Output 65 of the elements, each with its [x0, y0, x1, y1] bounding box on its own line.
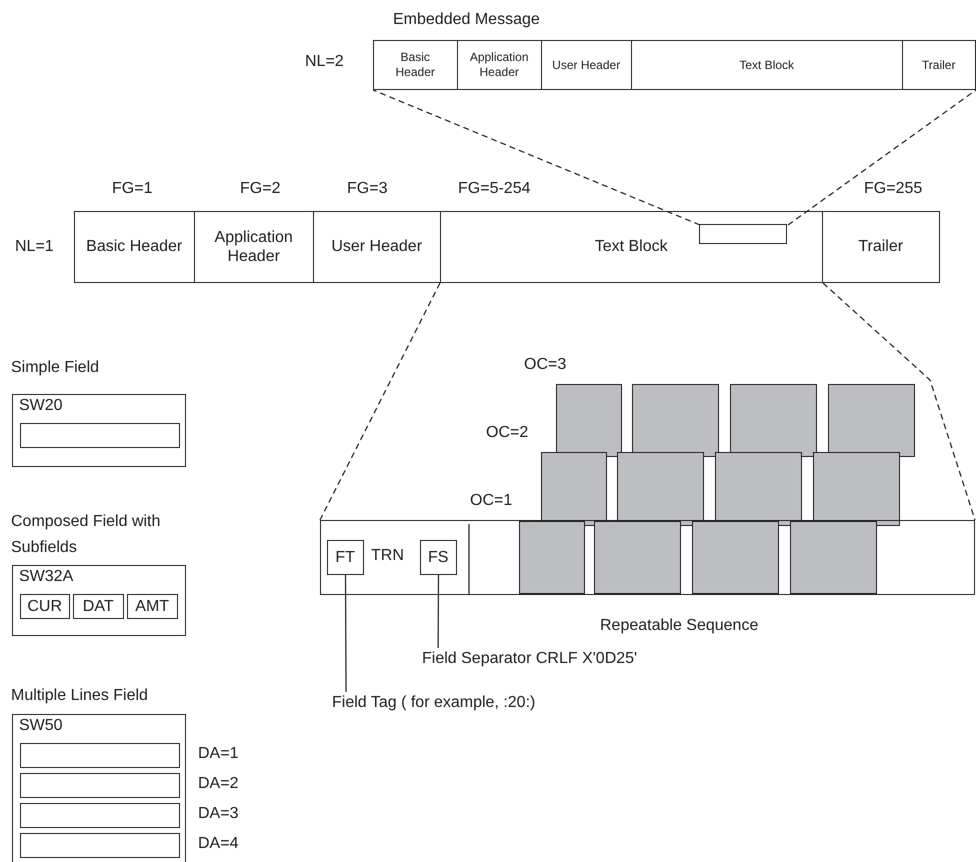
- caption-text: FG=5-254: [458, 180, 530, 198]
- heading: Composed Field with Subfields: [11, 512, 162, 558]
- label-text: User Header: [552, 58, 620, 72]
- label-text: OC=3: [524, 356, 566, 374]
- sequence-block: [790, 520, 877, 594]
- label-text: DAT: [82, 596, 114, 616]
- dashed-line: [788, 90, 976, 226]
- label-text: FS: [428, 548, 448, 567]
- label-text: TRN: [371, 547, 404, 566]
- label-text: Basic Header: [86, 237, 182, 256]
- callout-text: Field Tag ( for example, :20:): [332, 694, 536, 712]
- label-text: Trailer: [858, 237, 904, 256]
- heading: Simple Field: [11, 359, 100, 378]
- caption-text: FG=2: [240, 180, 280, 198]
- dashed-line: [319, 282, 441, 520]
- leader-line: [344, 575, 347, 692]
- sequence-block: [541, 452, 607, 526]
- tag-box: [420, 540, 457, 575]
- sequence-block: [813, 452, 900, 526]
- caption-text: DA=4: [198, 835, 238, 854]
- label-text: SW50: [19, 717, 63, 736]
- heading: Multiple Lines Field: [11, 687, 148, 706]
- sequence-block: [556, 384, 622, 457]
- sequence-block: [828, 384, 915, 457]
- label-text: Basic Header: [394, 50, 436, 80]
- caption-text: DA=3: [198, 805, 238, 824]
- label-text: SW20: [19, 397, 63, 416]
- label-text: AMT: [135, 596, 170, 616]
- highlight-box: [699, 224, 788, 244]
- caption-text: DA=1: [198, 745, 238, 764]
- caption-text: FG=255: [864, 180, 922, 198]
- heading: Embedded Message: [393, 11, 540, 30]
- label-text: User Header: [331, 237, 422, 256]
- label-text: Application Header: [468, 50, 530, 80]
- caption-text: NL=1: [15, 238, 54, 256]
- label-text: Repeatable Sequence: [600, 617, 758, 636]
- dashed-line: [372, 89, 700, 226]
- sequence-block: [715, 452, 802, 526]
- label-text: Text Block: [739, 58, 794, 72]
- leader-line: [438, 575, 440, 648]
- sequence-block: [617, 452, 704, 526]
- field-strip: [320, 520, 975, 595]
- label-text: Trailer: [922, 58, 956, 72]
- label-text: SW32A: [19, 568, 74, 586]
- sequence-block: [594, 520, 681, 594]
- callout-text: Field Separator CRLF X'0D25': [422, 650, 638, 668]
- label-text: FT: [335, 548, 355, 567]
- subfield-box: [72, 594, 124, 619]
- label-text: CUR: [27, 596, 62, 616]
- subfield-box: [126, 594, 178, 619]
- caption-text: DA=2: [198, 775, 238, 794]
- sequence-block: [632, 384, 719, 457]
- label-text: Application Header: [214, 228, 294, 266]
- subfield-box: [20, 594, 70, 619]
- caption-text: FG=3: [347, 180, 388, 198]
- dashed-line: [822, 282, 976, 520]
- caption-text: NL=2: [305, 53, 344, 72]
- sequence-block: [730, 384, 817, 457]
- tag-box: [326, 540, 364, 575]
- caption-text: FG=1: [112, 180, 152, 198]
- label-text: OC=2: [486, 424, 528, 442]
- label-text: OC=1: [470, 492, 512, 510]
- label-text: Text Block: [594, 237, 668, 256]
- sequence-block: [692, 520, 779, 594]
- sequence-block: [518, 520, 585, 594]
